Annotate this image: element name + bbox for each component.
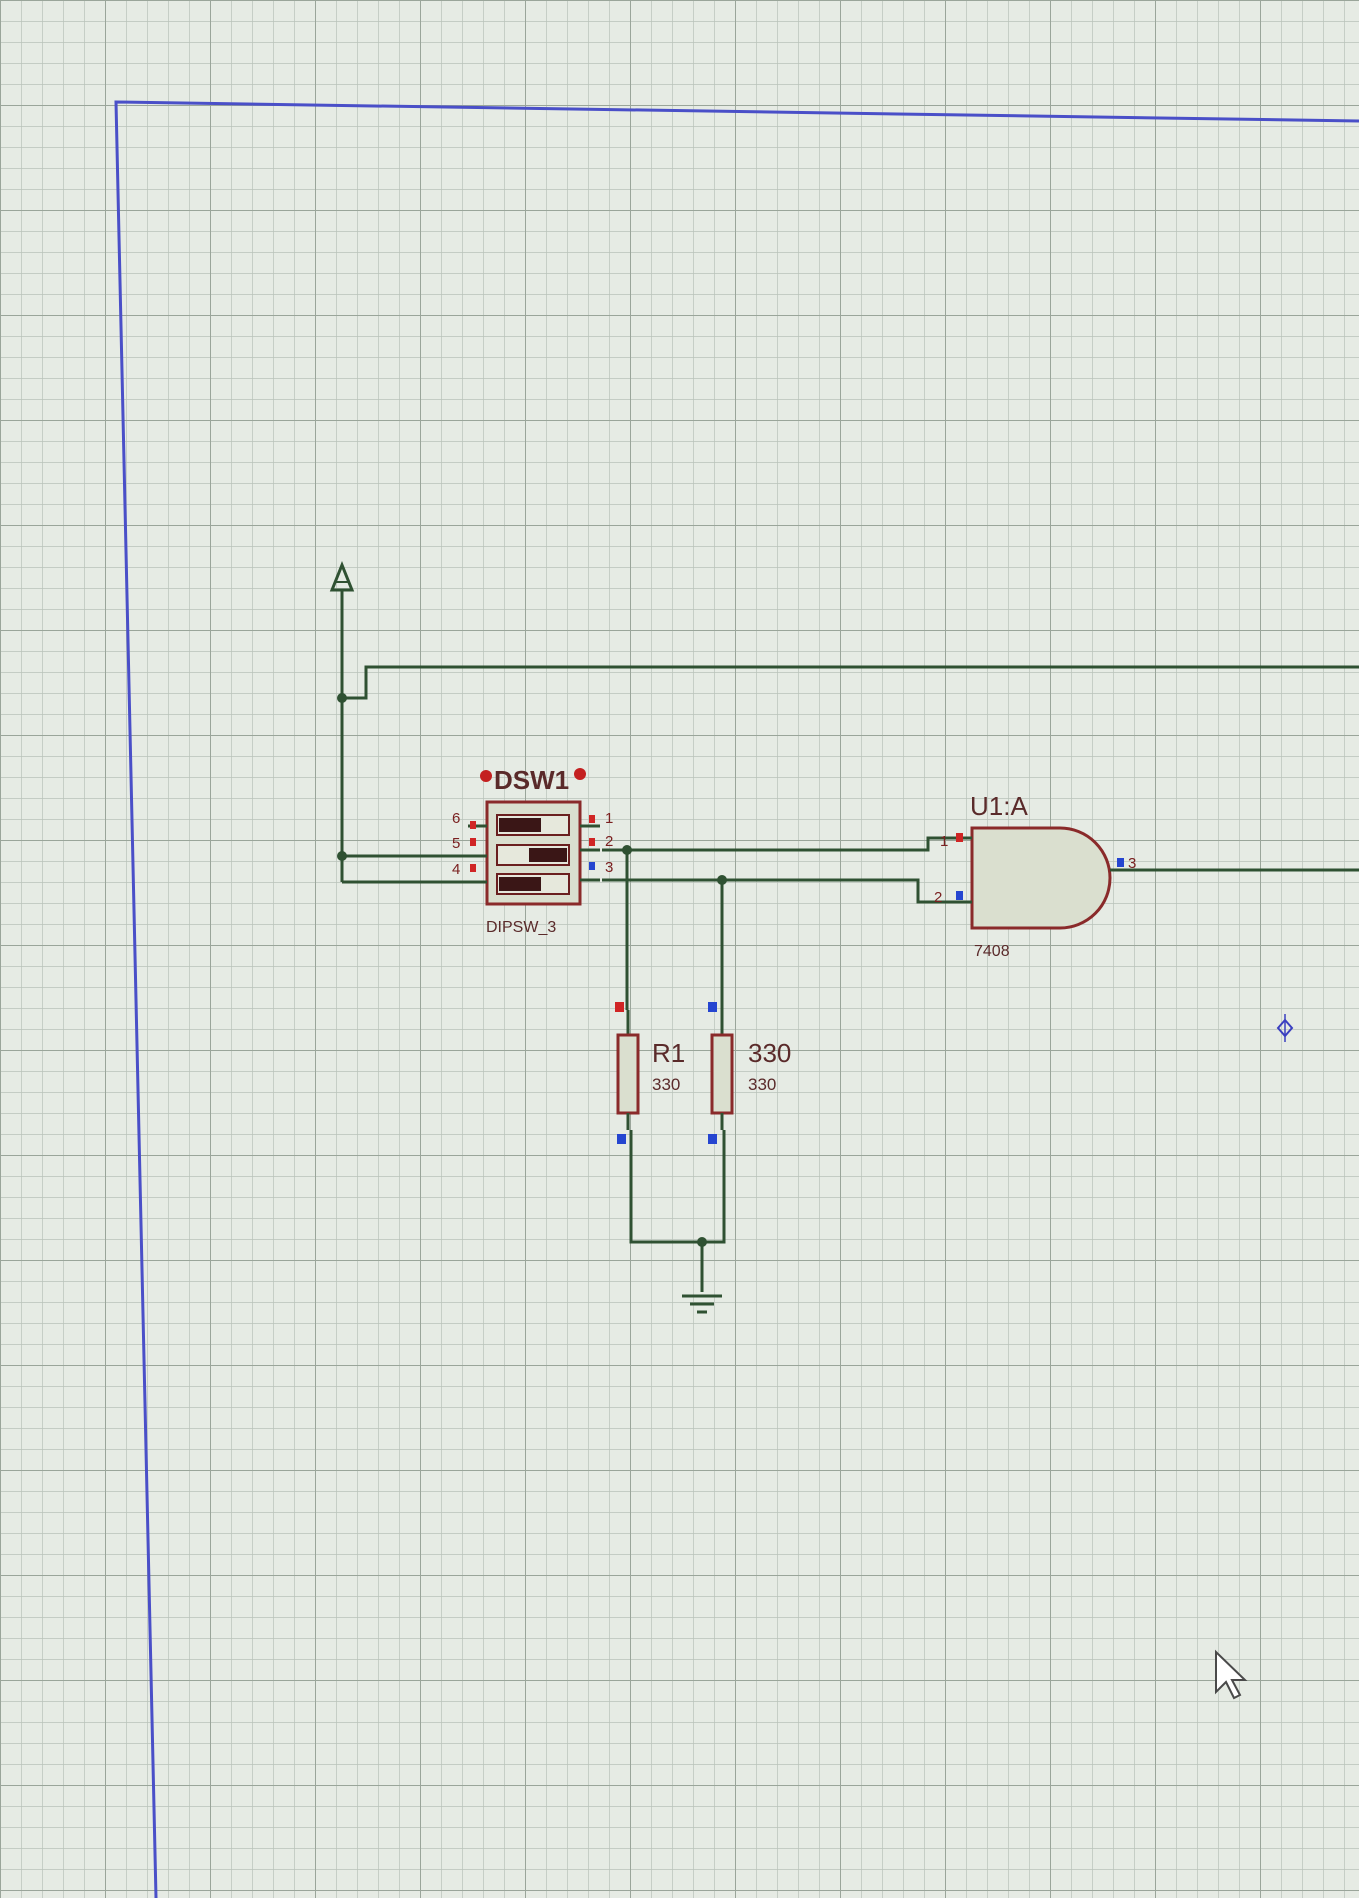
sheet-border [114,100,1359,1898]
dipswitch-pin-label: 2 [605,833,613,850]
resistor-r2-value: 330 [748,1075,776,1094]
wires [340,590,1359,1292]
gate-pin-label: 2 [934,889,942,906]
dipswitch-pin-label: 6 [452,810,460,827]
gate-pin-label: 3 [1128,855,1136,872]
wire-top-bus [342,665,1359,700]
dipswitch-lever [499,877,541,891]
resistor-r1-value: 330 [652,1075,680,1094]
dipswitch-pin-label: 1 [605,810,613,827]
resistor-r2-ref: 330 [748,1038,791,1068]
dipswitch-component[interactable]: DSW1 6 5 4 1 2 3 DIPSW_3 [452,765,613,936]
junction-dot [337,851,347,861]
origin-marker-icon [1276,1014,1294,1042]
pin-marker-red [470,864,476,872]
resistor-r2-component[interactable]: 330 330 [708,1002,791,1144]
resistor-r1-ref: R1 [652,1038,685,1068]
and-gate-body [970,826,1112,930]
gate-ref: U1:A [970,791,1028,821]
pin-marker-red [615,1002,624,1012]
dipswitch-lever [499,818,541,832]
pin-marker-blue [708,1134,717,1144]
dipswitch-ref: DSW1 [494,765,569,795]
dipswitch-pin-label: 4 [452,861,460,878]
dipswitch-type: DIPSW_3 [486,919,556,936]
junction-dot [337,693,347,703]
pin-marker-blue [708,1002,717,1012]
power-terminal-icon[interactable] [329,560,355,592]
ground-icon[interactable] [682,1294,722,1314]
dipswitch-pin-label: 3 [605,859,613,876]
pin-marker-blue [589,862,595,870]
pin-marker-blue [1117,858,1124,867]
wire-r1-bottom [629,1130,726,1244]
dipswitch-pin-label: 5 [452,835,460,852]
resistor-r2-body [710,1033,734,1115]
gate-pin-label: 1 [940,833,948,850]
resistor-r1-component[interactable]: R1 330 [615,1002,685,1144]
mouse-pointer-icon [1215,1649,1248,1700]
junction-dot [622,845,632,855]
pin-marker-red [589,815,595,823]
component-origin-icon [574,768,586,780]
junction-dot [717,875,727,885]
wire-pin2-to-gate-in1 [602,836,944,852]
junction-dot [697,1237,707,1247]
resistor-r1-body [616,1033,640,1115]
gate-type: 7408 [974,943,1010,960]
and-gate-component[interactable]: U1:A 1 2 3 7408 [934,791,1136,960]
wire-pin3-to-gate-in2 [602,878,944,904]
pin-marker-red [470,838,476,846]
pin-marker-red [589,838,595,846]
pin-marker-red [470,821,476,829]
component-origin-icon [480,770,492,782]
junctions [337,693,727,1247]
pin-marker-blue [956,891,963,900]
dipswitch-lever [529,848,567,862]
pin-marker-blue [617,1134,626,1144]
pin-marker-red [956,833,963,842]
